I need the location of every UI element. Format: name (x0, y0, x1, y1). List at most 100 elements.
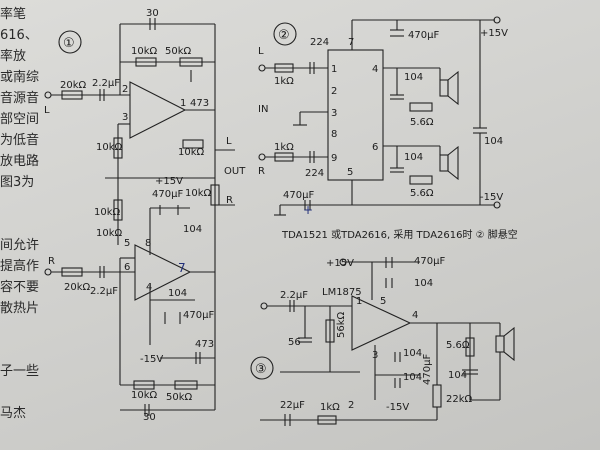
ic-label: LM1875 (322, 287, 362, 298)
resistor-label: 5.6Ω (410, 188, 434, 199)
resistor-1k-b (274, 152, 294, 162)
terminal-label: L (258, 46, 264, 57)
resistor-label: 10kΩ (96, 142, 123, 153)
resistor-10k-out (182, 139, 204, 149)
pin-label: 3 (122, 112, 128, 123)
cap-label: 104 (403, 372, 422, 383)
resistor-label: 56kΩ (336, 311, 347, 338)
margin-text-line: 为低音 (0, 133, 40, 148)
tda-ic (327, 49, 384, 181)
pot-label: 50kΩ (166, 392, 193, 403)
circuit-1-number-ring (58, 30, 82, 54)
resistor-label: 10kΩ (96, 228, 123, 239)
resistor-label: 5.6Ω (446, 340, 470, 351)
resistor-label: 22kΩ (446, 394, 473, 405)
resistor-1k-a (274, 63, 294, 73)
resistor-label: 10kΩ (185, 188, 212, 199)
pin-label: 3 (331, 108, 337, 119)
supply-pos-terminal (493, 16, 501, 24)
pin-label: 7 (348, 37, 354, 48)
pin-label: 2 (122, 84, 128, 95)
terminal-label: L (44, 105, 50, 116)
circuit-3-number: ③ (255, 362, 267, 377)
margin-text-line: 子一些 (0, 364, 40, 379)
cap-label: 22μF (280, 400, 305, 411)
resistor-56k (325, 319, 335, 343)
resistor-10k-c (113, 199, 123, 221)
cap-label: 104 (404, 152, 423, 163)
speaker-cone-r (447, 145, 459, 181)
margin-text-line: 率笔 (0, 7, 27, 22)
resistor-label: 20kΩ (64, 282, 91, 293)
margin-text-line: 马杰 (0, 406, 27, 421)
margin-text-line: 容不要 (0, 280, 40, 295)
resistor-10k-a (135, 57, 157, 67)
speaker-cone-l (447, 70, 459, 106)
circuit-1-number: ① (63, 36, 75, 51)
cap-label: 470μF (422, 354, 433, 385)
pin-label: 1 (180, 98, 186, 109)
circuit-2-number: ② (278, 28, 290, 43)
pin-label: 5 (124, 238, 130, 249)
pin-label: 1 (331, 64, 337, 75)
circuit-3: ③ +15V 470μF 104 LM1875 2.2μF 56 (250, 256, 515, 426)
margin-text-line: 提高作 (0, 259, 40, 274)
cap-label: 56 (288, 337, 301, 348)
pin-label: 8 (145, 238, 151, 249)
out-l-label: L (226, 136, 232, 147)
cap-label: 470μF (414, 256, 445, 267)
supply-label: +15V (480, 28, 508, 39)
out-r-label: R (226, 195, 233, 206)
resistor-10k-d (133, 380, 155, 390)
cap-label: 224 (310, 37, 329, 48)
pot-50k-b (174, 380, 198, 390)
resistor-5r6-b (409, 175, 433, 185)
margin-text-line: 率放 (0, 49, 27, 64)
supply-label: -15V (140, 354, 163, 365)
cap-label: 470μF (283, 190, 314, 201)
circuit-2: ② 7 +15V 470μF 224 L 1kΩ 1 2 IN 3 (258, 16, 518, 241)
margin-text-line: 部空间 (0, 112, 40, 127)
input-r-terminal (258, 153, 266, 161)
cap-label: 2.2μF (92, 78, 120, 89)
speaker-r (439, 154, 449, 172)
input-terminal (260, 302, 268, 310)
cap-label: 104 (403, 348, 422, 359)
margin-text-line: 图3为 (0, 175, 35, 190)
terminal-label: R (258, 166, 265, 177)
pin-label: 6 (124, 262, 130, 273)
cap-label: 104 (448, 370, 467, 381)
cap-label: 104 (168, 288, 187, 299)
supply-neg-terminal (493, 201, 501, 209)
ic-label: 473 (190, 98, 209, 109)
supply-label: -15V (480, 192, 503, 203)
opamp-lm1875 (351, 295, 412, 351)
cap-label: 224 (305, 168, 324, 179)
pot-50k-a (179, 57, 203, 67)
margin-text-line: 616、 (0, 28, 38, 43)
cap-label: 104 (414, 278, 433, 289)
cap-label: 470μF (183, 310, 214, 321)
pin-label: 7 (178, 261, 186, 275)
resistor-20k-l (61, 90, 83, 100)
cap-label: 470μF (152, 189, 183, 200)
pot-label: 50kΩ (165, 46, 192, 57)
margin-text-line: 音源音 (0, 91, 40, 106)
resistor-label: 10kΩ (131, 46, 158, 57)
pin-label: 5 (380, 296, 386, 307)
cap-label: 473 (195, 339, 214, 350)
circuit-2-number-ring (273, 22, 297, 46)
cap-label: 104 (183, 224, 202, 235)
cap-label: 30 (143, 412, 156, 423)
resistor-5r6-a (409, 102, 433, 112)
opamp-2 (134, 244, 192, 301)
resistor-22k (432, 384, 442, 408)
supply-label: +15V (155, 176, 183, 187)
resistor-label: 20kΩ (60, 80, 87, 91)
cap-label: 104 (404, 72, 423, 83)
circuit-2-caption: TDA1521 或TDA2616, 采用 TDA2616时 ② 脚悬空 (281, 228, 518, 241)
input-r-terminal (44, 268, 52, 276)
resistor-1k (317, 415, 337, 425)
supply-label: -15V (386, 402, 409, 413)
